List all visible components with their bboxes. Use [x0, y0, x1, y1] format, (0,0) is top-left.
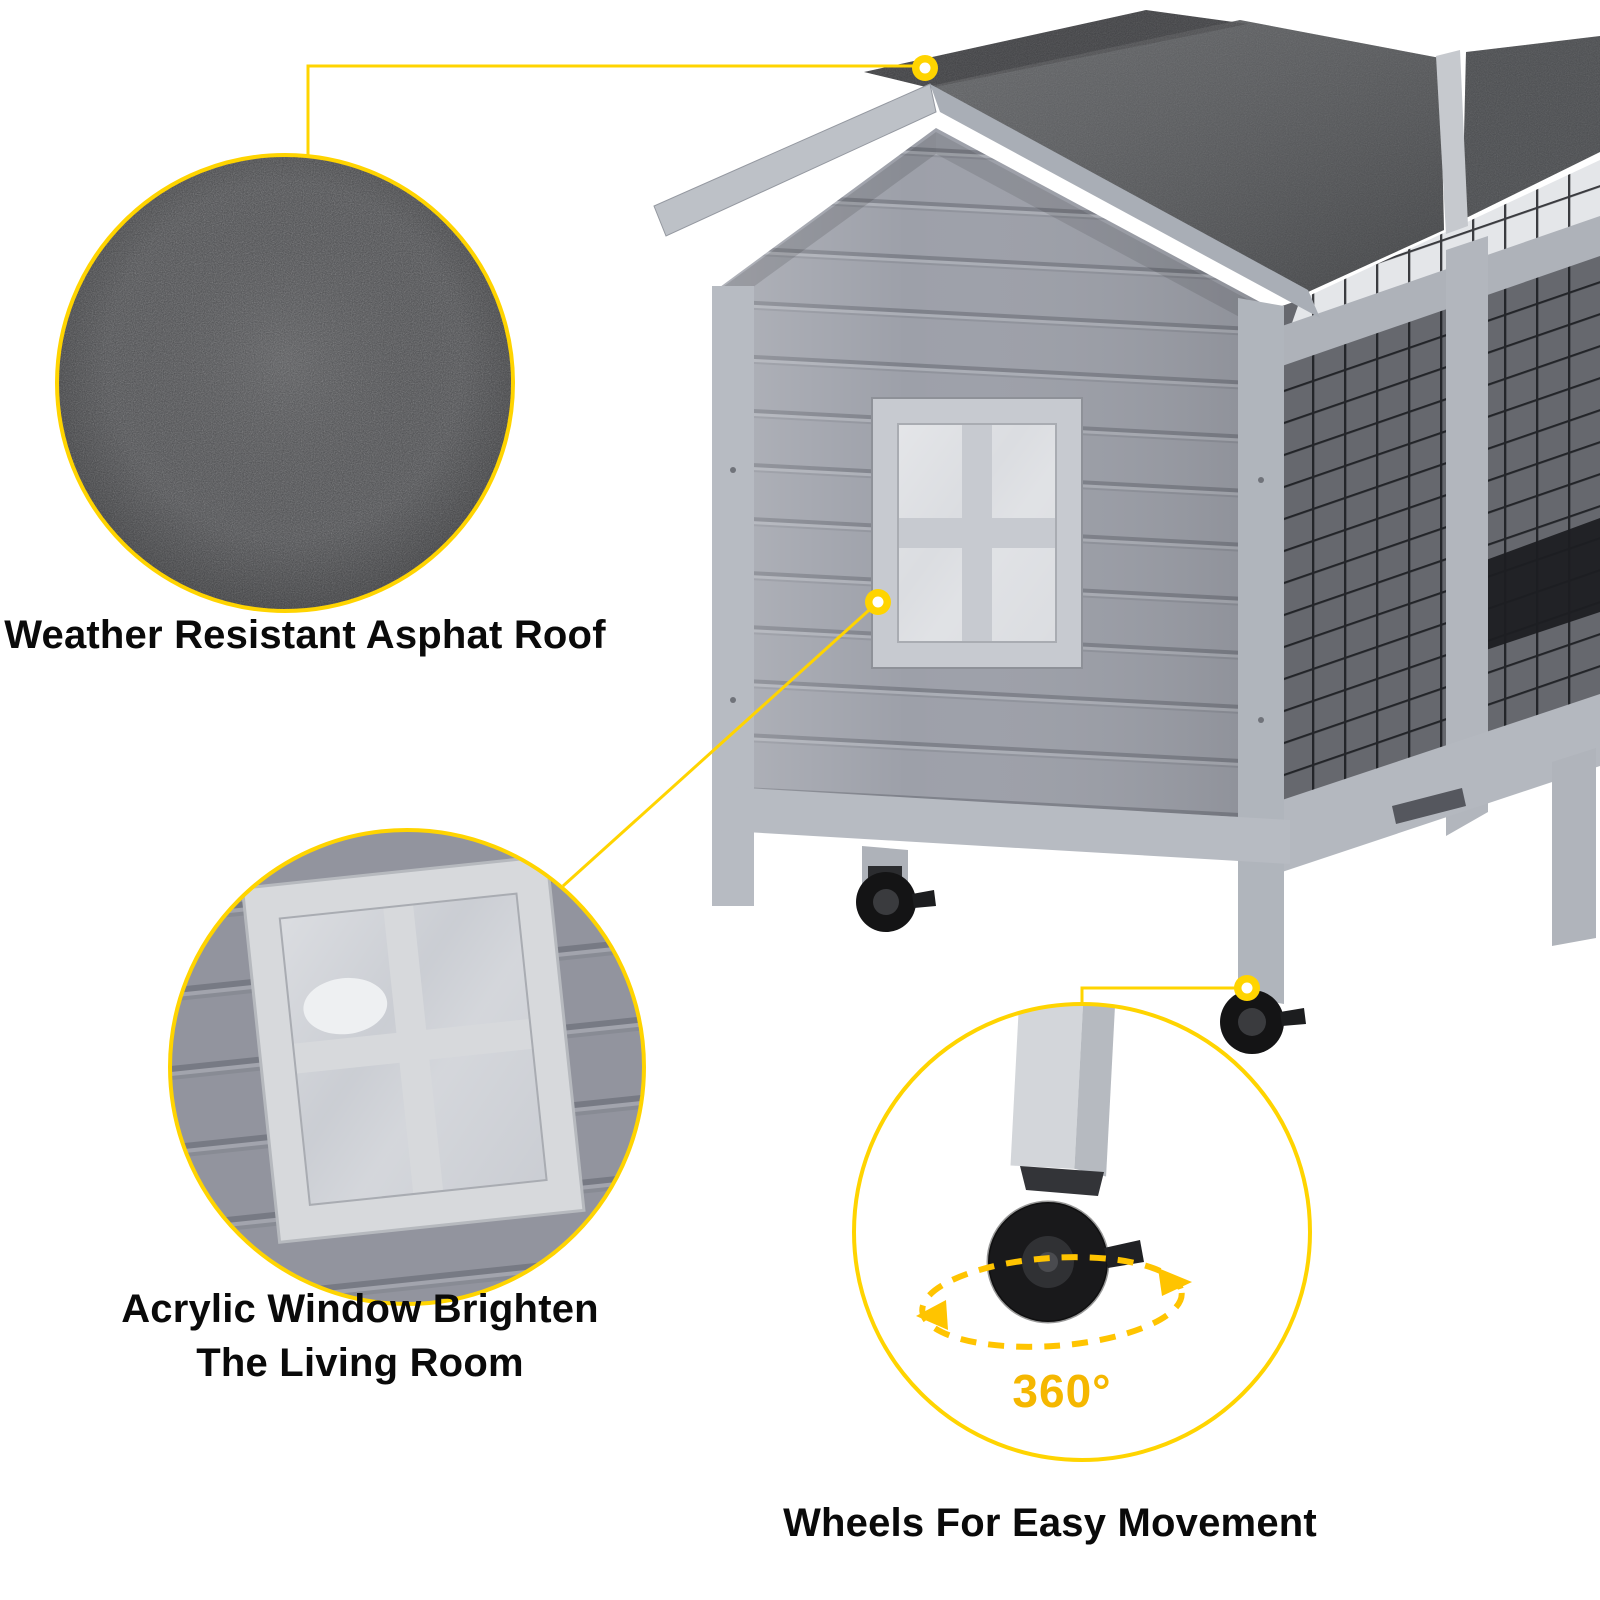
- right-barge-board: [930, 84, 1320, 318]
- base-rail: [712, 786, 1290, 864]
- callout-dot-roof: [912, 55, 938, 81]
- wire-run-section: [1282, 160, 1600, 946]
- right-corner-post: [1238, 298, 1284, 942]
- roof-texture-callout: [55, 153, 515, 613]
- rotation-badge: 360°: [1012, 1365, 1112, 1417]
- window-closeup-callout: [168, 828, 646, 1306]
- leader-lines: [306, 64, 1247, 1006]
- rotation-ellipse: [919, 1254, 1185, 1350]
- window-feature-label-line1: Acrylic Window Brighten: [121, 1287, 599, 1331]
- rotation-arrow-left: [916, 1300, 948, 1330]
- house-window: [871, 397, 1083, 669]
- window-feature-label-line2: The Living Room: [196, 1341, 524, 1385]
- screws: [730, 467, 1264, 723]
- tray-handle-slot: [1392, 788, 1466, 824]
- wheels-feature-label: Wheels For Easy Movement: [783, 1501, 1317, 1545]
- callout-dot-wheel: [1234, 975, 1260, 1001]
- asphalt-roof: [653, 10, 1600, 318]
- roof-feature-label: Weather Resistant Asphat Roof: [4, 613, 606, 657]
- legs-and-casters: [856, 846, 1306, 1054]
- roof-gap-trim: [1436, 50, 1468, 234]
- left-barge-board: [653, 83, 937, 237]
- bowl-through-window: [303, 977, 388, 1035]
- product-illustration: [653, 10, 1600, 1054]
- rotation-arrow-right: [1158, 1268, 1192, 1296]
- window-feature-label: Acrylic Window Brighten The Living Room: [60, 1282, 660, 1390]
- wheel-closeup-callout: [852, 1002, 1312, 1462]
- callout-dot-window: [865, 589, 891, 615]
